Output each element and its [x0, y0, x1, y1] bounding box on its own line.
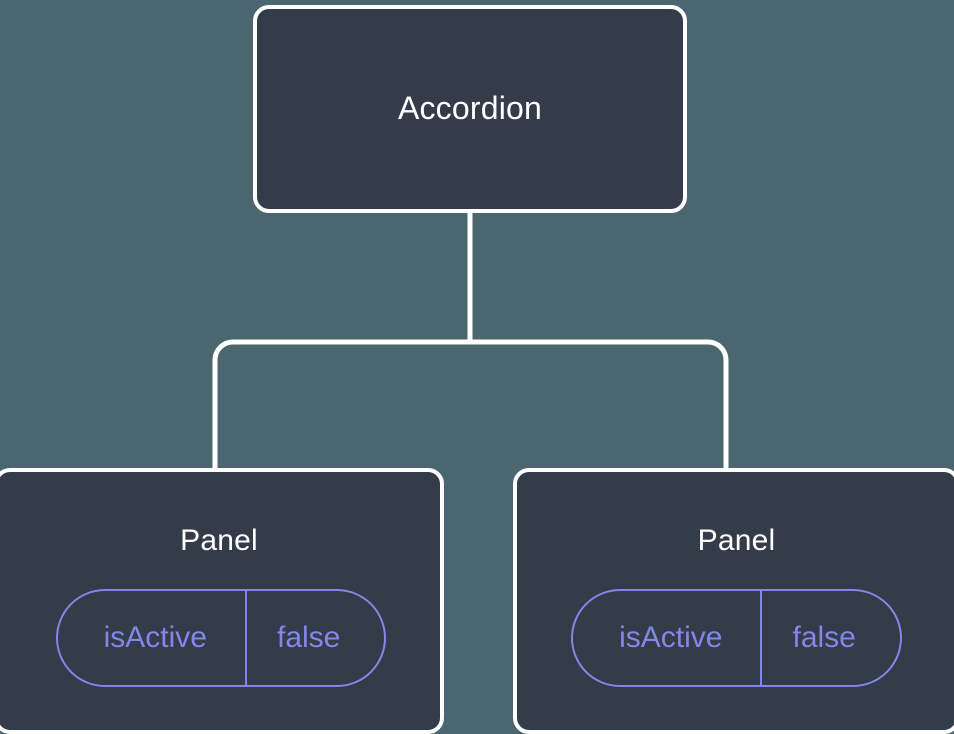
state-pill-value: false	[760, 591, 899, 685]
node-accordion-label: Accordion	[397, 90, 543, 127]
node-panel-left[interactable]: Panel isActive false	[0, 468, 444, 734]
state-pill-panel-left[interactable]: isActive false	[55, 589, 387, 687]
state-pill-value: false	[244, 591, 384, 685]
node-panel-left-label: Panel	[180, 524, 258, 557]
node-panel-right[interactable]: Panel isActive false	[513, 468, 954, 734]
state-pill-panel-right[interactable]: isActive false	[571, 589, 902, 687]
state-pill-key: isActive	[619, 621, 723, 654]
node-accordion[interactable]: Accordion	[253, 5, 687, 213]
connector-branch-right	[470, 339, 729, 472]
node-panel-right-label: Panel	[697, 524, 776, 557]
connector-branch-left	[212, 339, 470, 472]
state-pill-key: isActive	[103, 621, 207, 654]
